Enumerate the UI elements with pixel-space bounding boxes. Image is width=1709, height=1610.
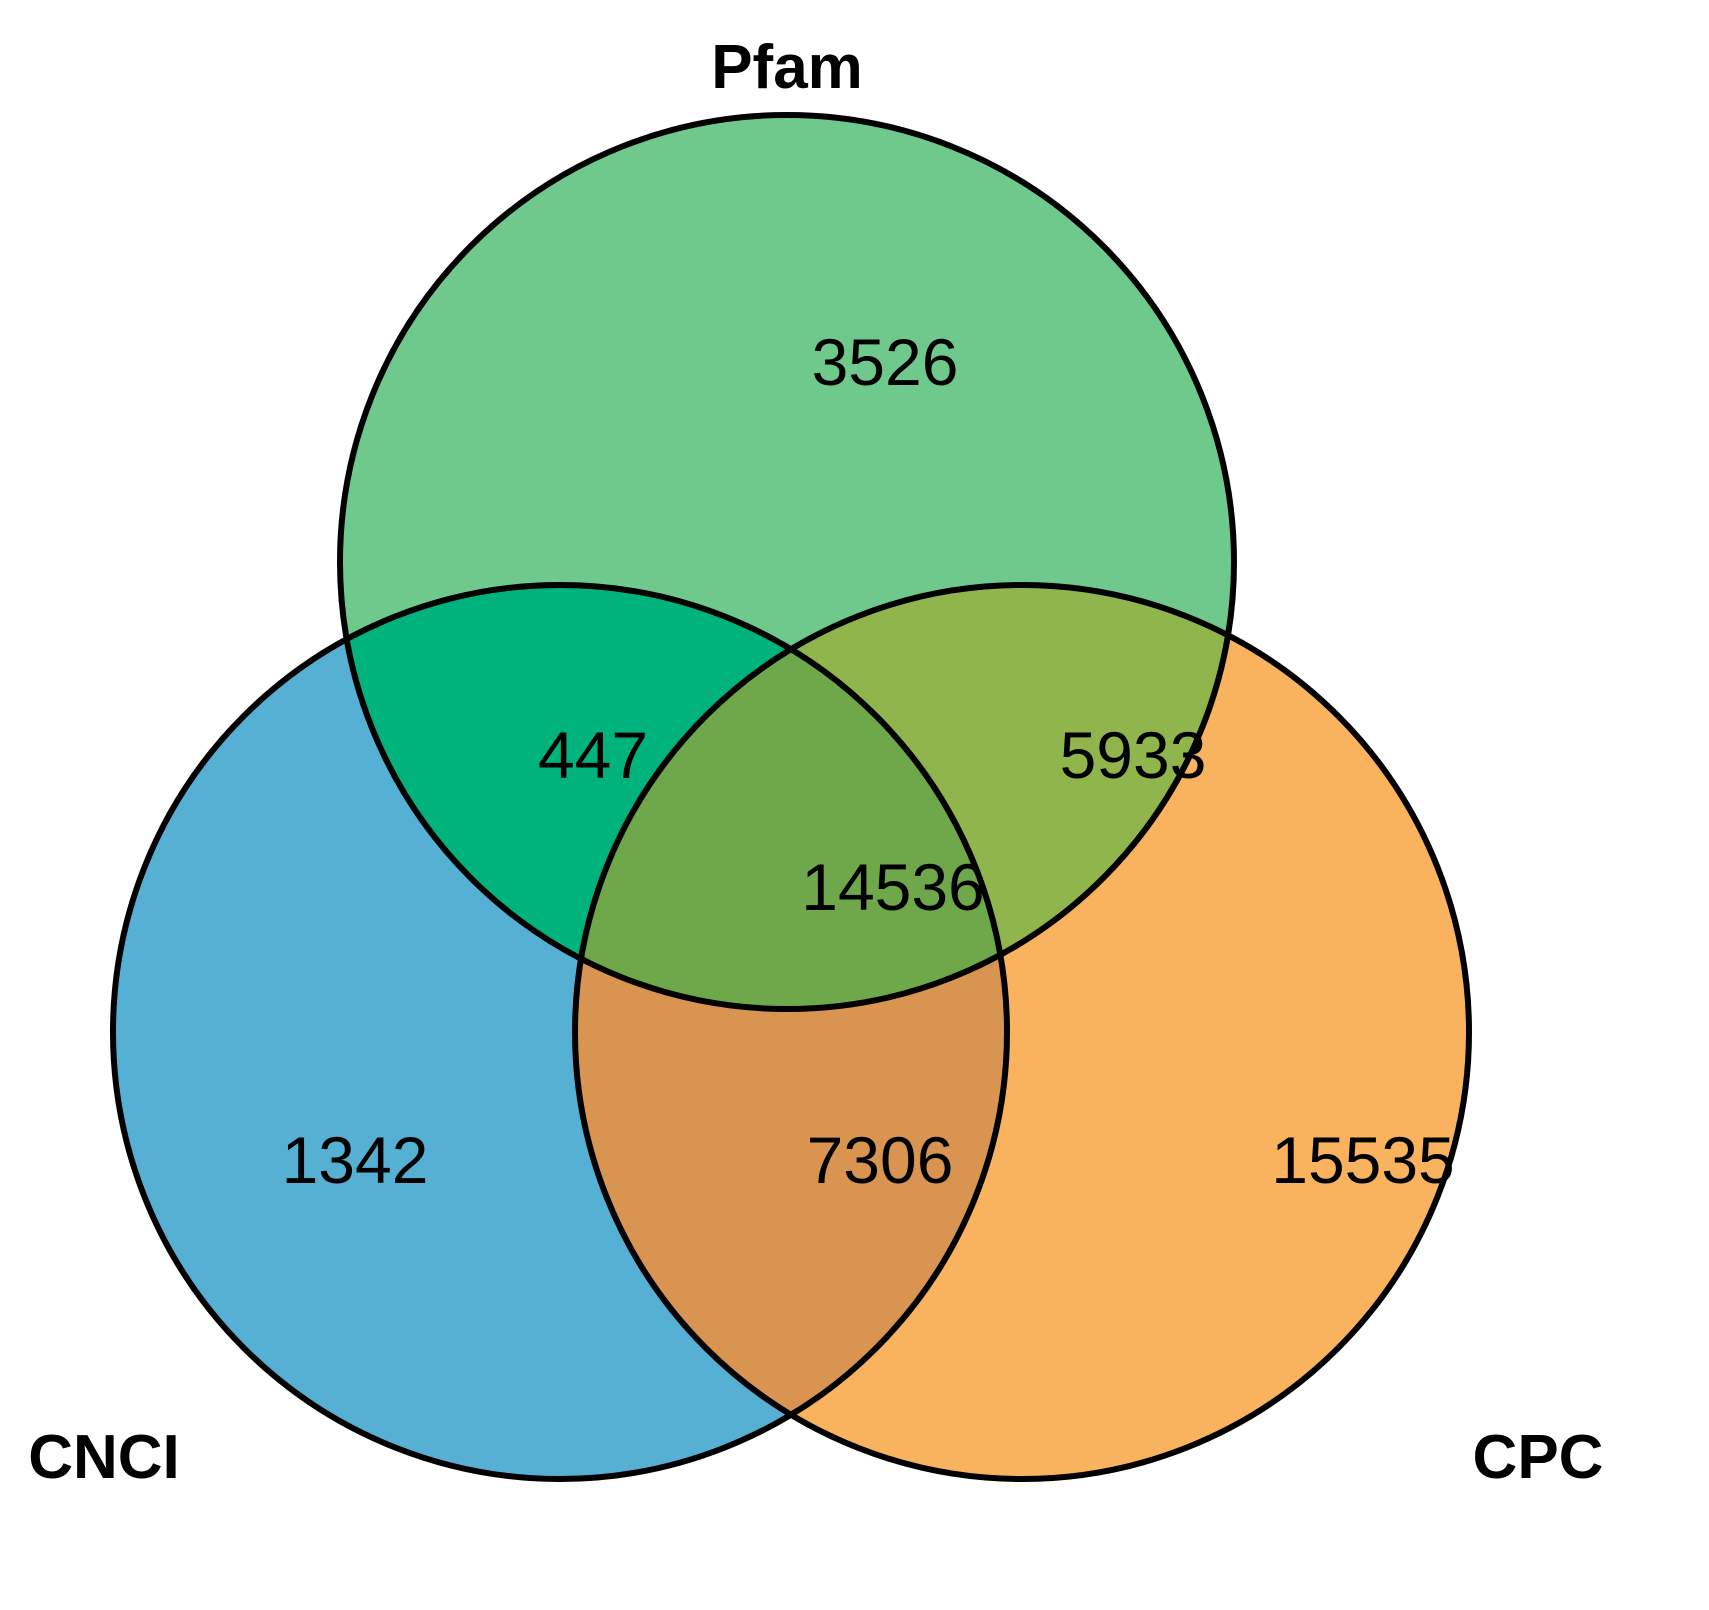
set-label-pfam: Pfam <box>711 33 863 102</box>
circle-pfam-outline <box>337 112 1237 1012</box>
set-label-cnci: CNCI <box>28 1423 180 1492</box>
set-label-cpc: CPC <box>1473 1423 1604 1492</box>
circle-cnci-outline <box>110 582 1010 1482</box>
circle-cpc-outline <box>572 582 1472 1482</box>
count-pfam-cnci: 447 <box>538 718 648 792</box>
count-pfam-cpc: 5933 <box>1060 718 1207 792</box>
count-pfam-only: 3526 <box>812 325 959 399</box>
region-triple-fill <box>575 585 1007 1009</box>
count-cpc-only: 15535 <box>1271 1123 1455 1197</box>
count-cnci-only: 1342 <box>282 1123 429 1197</box>
count-all-three: 14536 <box>801 850 985 924</box>
count-cnci-cpc: 7306 <box>807 1123 954 1197</box>
